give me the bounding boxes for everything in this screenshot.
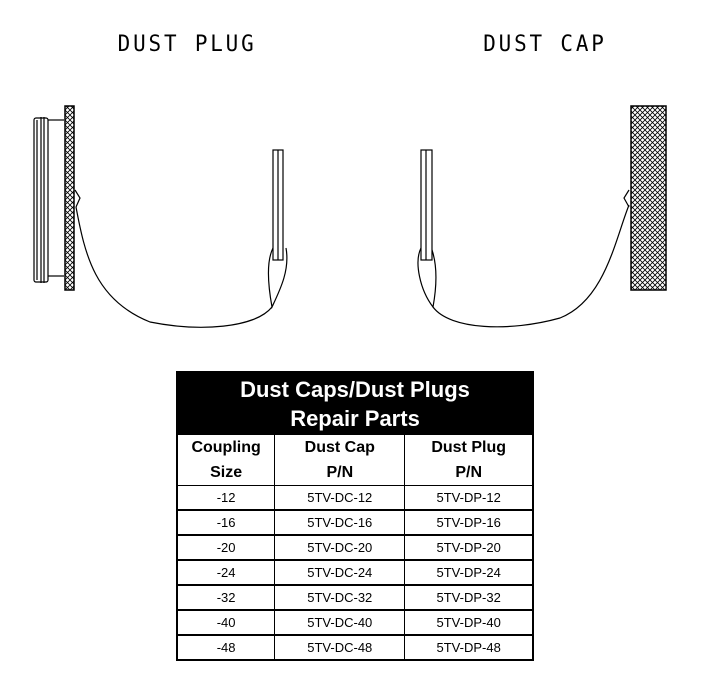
dust-cap-drawing (417, 105, 667, 328)
coupling-size-cell: -48 (176, 634, 276, 660)
table-row: -32 5TV-DC-32 5TV-DP-32 (176, 584, 534, 610)
dust-cap-pn-cell: 5TV-DC-24 (274, 559, 406, 585)
table-row: -12 5TV-DC-12 5TV-DP-12 (176, 485, 534, 510)
dust-plug-pn-cell: 5TV-DP-40 (404, 609, 534, 635)
header-line: Dust Cap (304, 439, 375, 456)
table-row: -24 5TV-DC-24 5TV-DP-24 (176, 559, 534, 585)
dust-cap-pn-cell: 5TV-DC-48 (274, 634, 406, 660)
dust-plug-pn-cell: 5TV-DP-32 (404, 584, 534, 610)
dust-cap-pn-cell: 5TV-DC-16 (274, 509, 406, 535)
cap-tether (432, 204, 630, 328)
dust-cap-pn-cell: 5TV-DC-40 (274, 609, 406, 635)
plug-flange (64, 105, 75, 291)
dust-plug-pn-cell: 5TV-DP-20 (404, 534, 534, 560)
header-dust-plug-pn: Dust Plug P/N (404, 433, 534, 486)
plug-tether (75, 206, 273, 328)
header-line: Size (210, 464, 243, 481)
plug-threaded-body (33, 117, 64, 283)
dust-cap-pn-cell: 5TV-DC-20 (274, 534, 406, 560)
dust-plug-pn-cell: 5TV-DP-48 (404, 634, 534, 660)
coupling-size-cell: -40 (176, 609, 276, 635)
header-line: P/N (326, 464, 354, 481)
table-title-line2: Repair Parts (290, 406, 420, 431)
repair-parts-table: Dust Caps/Dust Plugs Repair Parts Coupli… (176, 371, 534, 661)
header-line: Coupling (191, 439, 261, 456)
dust-plug-pn-cell: 5TV-DP-24 (404, 559, 534, 585)
coupling-size-cell: -20 (176, 534, 276, 560)
table-row: -20 5TV-DC-20 5TV-DP-20 (176, 534, 534, 560)
dust-plug-label: DUST PLUG (117, 32, 257, 57)
header-line: Dust Plug (431, 439, 506, 456)
dust-cap-label: DUST CAP (483, 32, 607, 57)
table-row: -16 5TV-DC-16 5TV-DP-16 (176, 509, 534, 535)
header-dust-cap-pn: Dust Cap P/N (274, 433, 406, 486)
dust-plug-drawing (33, 105, 288, 328)
table-title-line1: Dust Caps/Dust Plugs (240, 377, 470, 402)
dust-plug-pn-cell: 5TV-DP-16 (404, 509, 534, 535)
dust-plug-pn-cell: 5TV-DP-12 (404, 485, 534, 510)
coupling-size-cell: -24 (176, 559, 276, 585)
coupling-size-cell: -12 (176, 485, 276, 510)
table-row: -48 5TV-DC-48 5TV-DP-48 (176, 634, 534, 660)
coupling-size-cell: -16 (176, 509, 276, 535)
cap-body (630, 105, 667, 291)
dust-plug-and-cap-drawing (33, 105, 667, 328)
coupling-size-cell: -32 (176, 584, 276, 610)
header-line: P/N (455, 464, 482, 481)
table-title: Dust Caps/Dust Plugs Repair Parts (177, 372, 533, 434)
table-row: -40 5TV-DC-40 5TV-DP-40 (176, 609, 534, 635)
header-coupling-size: Coupling Size (176, 433, 276, 486)
dust-cap-pn-cell: 5TV-DC-32 (274, 584, 406, 610)
dust-cap-pn-cell: 5TV-DC-12 (274, 485, 406, 510)
